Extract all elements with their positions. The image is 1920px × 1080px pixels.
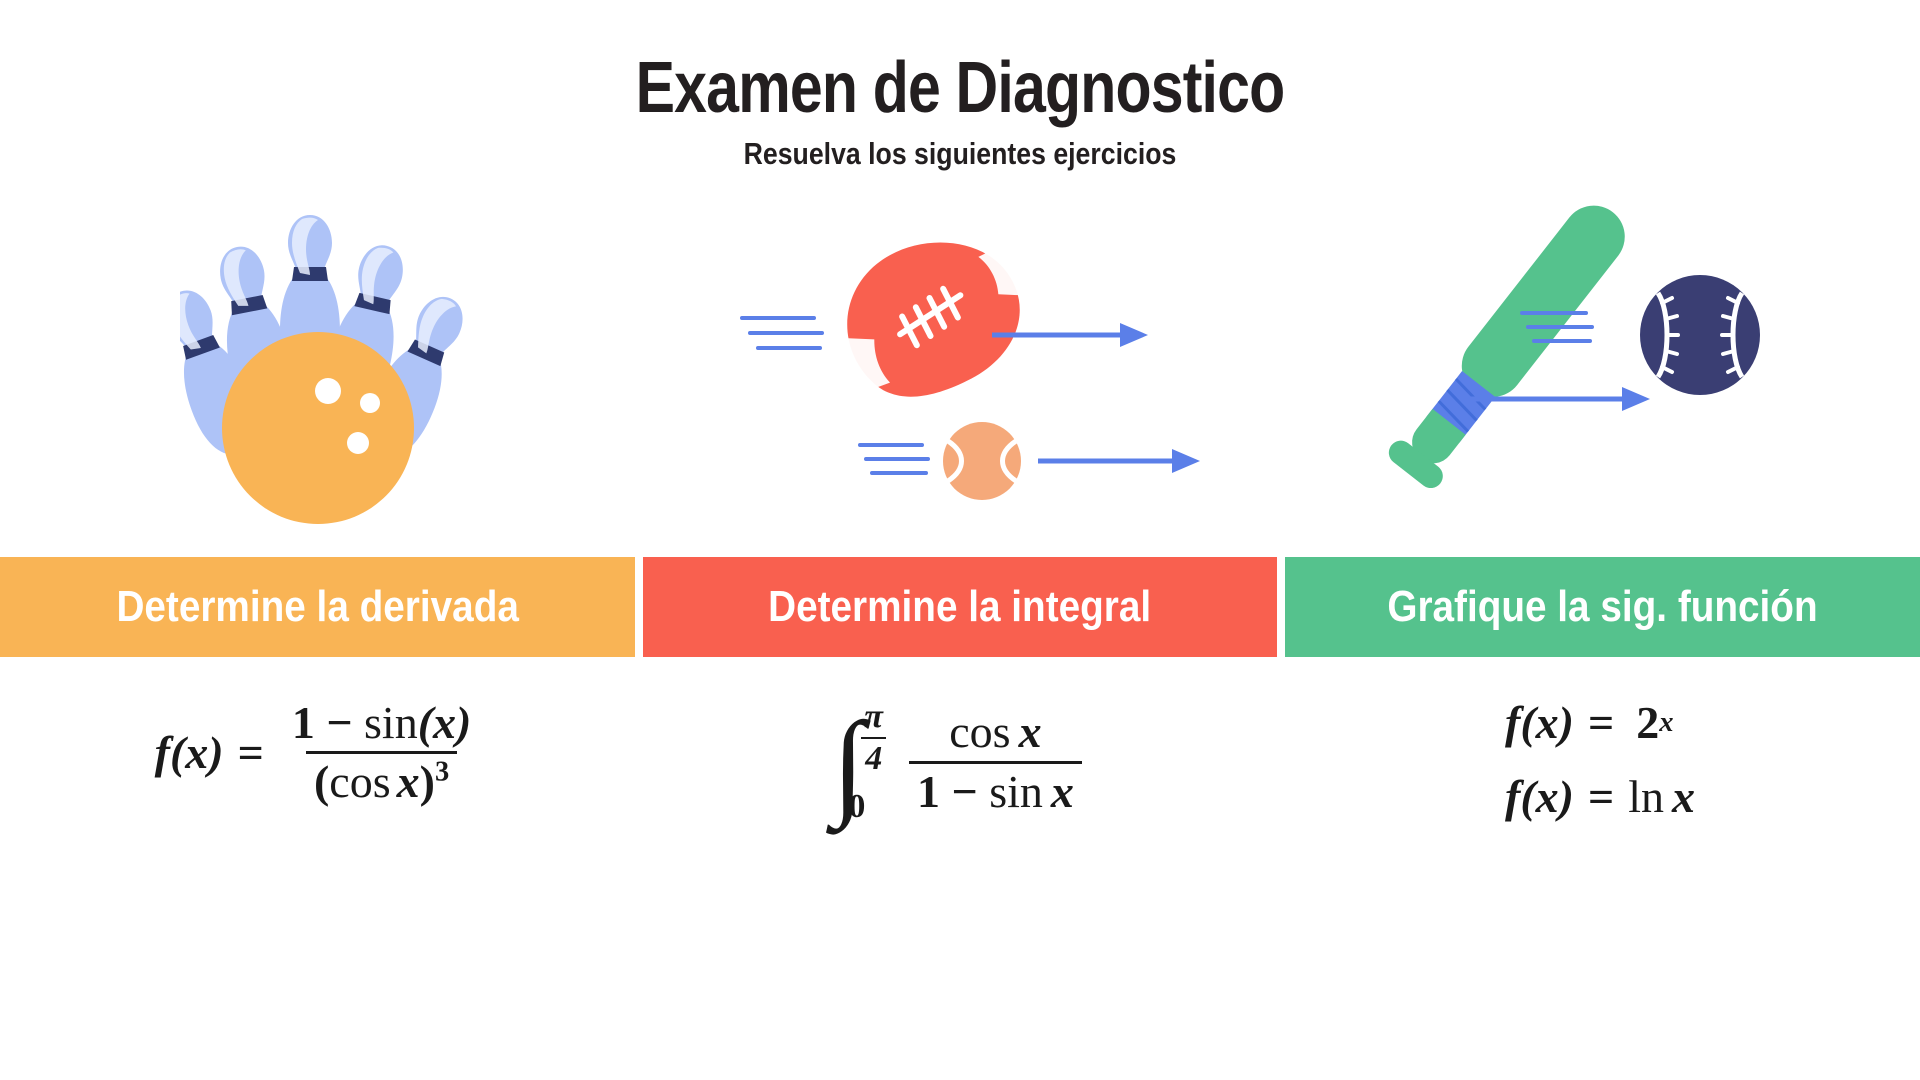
graph-exp-equals: =	[1587, 697, 1615, 748]
graph-log-equals: =	[1587, 771, 1615, 823]
illustration-cell-baseball	[1280, 185, 1920, 560]
integral-num-var: x	[1018, 706, 1042, 758]
football-speed-lines	[740, 316, 824, 350]
banner-integral[interactable]: Determine la integral	[642, 557, 1278, 657]
integral-symbol: ∫	[832, 697, 865, 829]
derivative-num-prefix: 1 −	[291, 697, 365, 748]
integral-operator: ∫ π 4 0	[832, 699, 903, 825]
banner-derivative[interactable]: Determine la derivada	[0, 557, 635, 657]
derivative-den-fn: cos	[329, 756, 391, 808]
page-title: Examen de Diagnostico	[635, 48, 1286, 128]
integral-upper-num: π	[864, 698, 883, 735]
integral-den-fn: sin	[989, 765, 1043, 817]
derivative-equals: =	[237, 726, 264, 778]
graph-log-fn: ln	[1628, 771, 1664, 823]
graph-log-lhs: f(x)	[1505, 771, 1574, 823]
illustration-row	[0, 185, 1920, 560]
derivative-den-open: (	[313, 756, 330, 808]
tennis-speed-lines	[858, 443, 930, 475]
integral-limits: π 4 0	[848, 699, 893, 825]
baseball-speed-lines	[1520, 311, 1594, 343]
banner-integral-label: Determine la integral	[768, 582, 1152, 631]
banner-derivative-label: Determine la derivada	[116, 582, 519, 631]
graph-exp-base: 2	[1636, 697, 1660, 748]
tennis-motion-arrow	[1038, 449, 1200, 473]
illustration-cell-bowling	[0, 185, 640, 560]
baseball	[1640, 275, 1760, 395]
baseball-illustration	[1388, 205, 1760, 489]
bowling-ball	[222, 332, 414, 524]
tennis-ball	[943, 422, 1021, 500]
banner-graph-label: Grafique la sig. función	[1387, 582, 1818, 631]
banner-row: Determine la derivada Determine la integ…	[0, 557, 1920, 657]
derivative-numerator: 1 − sin(x)	[284, 697, 480, 751]
integral-den-prefix: 1 −	[916, 765, 990, 817]
ball-sports-illustration	[740, 242, 1200, 500]
graph-log-var: x	[1671, 771, 1695, 823]
american-football	[847, 242, 1025, 397]
integral-upper-limit: π 4	[854, 699, 893, 776]
integral-den-var: x	[1050, 765, 1074, 817]
derivative-lhs: f(x)	[154, 726, 224, 778]
integral-num-fn: cos	[949, 706, 1011, 758]
integral-upper-den: 4	[861, 736, 887, 777]
derivative-num-arg: (x)	[417, 697, 472, 748]
baseball-bat	[1388, 205, 1625, 489]
derivative-den-exponent: 3	[434, 756, 450, 788]
derivative-den-var: x	[396, 756, 420, 808]
banner-graph[interactable]: Grafique la sig. función	[1285, 557, 1920, 657]
integral-upper-fraction: π 4	[860, 699, 887, 776]
graph-exp-lhs: f(x)	[1505, 697, 1574, 748]
bowling-illustration	[180, 215, 463, 524]
derivative-den-close: )	[419, 756, 435, 808]
page-subtitle: Resuelva los siguientes ejercicios	[743, 136, 1177, 171]
football-motion-arrow	[992, 323, 1148, 347]
derivative-num-fn: sin	[364, 697, 418, 748]
integral-lower-limit: 0	[848, 788, 866, 826]
baseball-motion-arrow	[1470, 387, 1650, 411]
illustration-cell-ball-sports	[640, 185, 1280, 560]
page-header: Examen de Diagnostico Resuelva los sigui…	[0, 0, 1920, 169]
